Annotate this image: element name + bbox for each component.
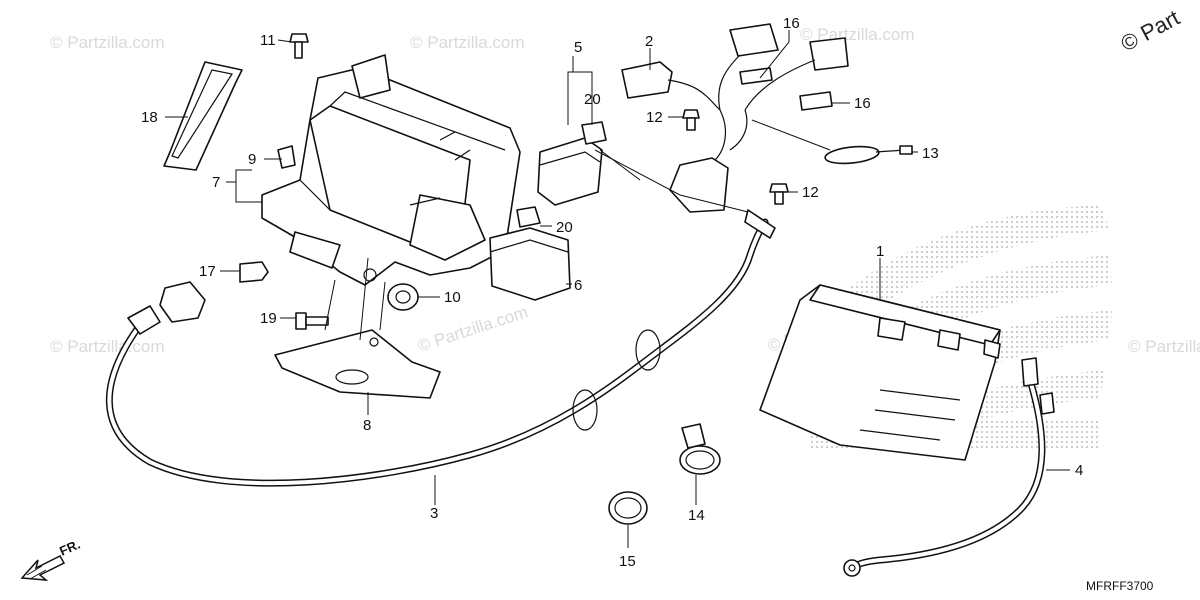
diagram-code: MFRFF3700 [1086,579,1154,593]
watermark-text: © Partzilla.com [1128,337,1200,356]
part-bolt-top [289,33,309,59]
callout-12-lower: 12 [802,184,819,201]
callout-2: 2 [645,33,653,50]
part-bolt-small-b [769,183,789,205]
part-clip-nut [239,261,269,283]
callout-16-upper: 16 [783,15,800,32]
copyright-corner-text: © Part [1117,5,1184,56]
callout-12-upper: 12 [646,109,663,126]
watermark-text: © Partzilla.com [415,302,530,355]
callout-20-upper: 20 [584,91,601,108]
part-bolt-left [295,312,329,330]
callout-3: 3 [430,505,438,522]
callout-9: 9 [248,151,256,168]
part-bolt-small-a [682,109,700,131]
part-main-cable [105,209,776,487]
callout-20-lower: 20 [556,219,573,236]
part-battery [759,284,1001,461]
callout-19: 19 [260,310,277,327]
callout-6: 6 [574,277,582,294]
callout-1: 1 [876,243,884,260]
front-label: FR. [57,537,82,559]
part-relay-top [537,121,607,206]
callout-18: 18 [141,109,158,126]
part-positive-cable [843,357,1055,577]
leader-lines [165,30,1070,548]
watermark-text: © Partzilla.com [50,33,165,52]
part-band-clamp-15 [608,491,648,525]
callout-10: 10 [444,289,461,306]
callout-8: 8 [363,417,371,434]
callout-4: 4 [1075,462,1083,479]
callout-labels: 1 2 3 4 5 6 7 8 9 10 11 12 12 13 14 15 1… [141,15,1083,570]
part-cable-tie [824,145,913,165]
callout-16-lower: 16 [854,95,871,112]
part-lower-bracket [274,329,441,399]
part-grommet [387,283,419,311]
callout-11: 11 [260,32,276,49]
callout-13: 13 [922,145,939,162]
part-relay-holder [516,206,541,228]
watermarks: © Partzilla.com © Partzilla.com © Partzi… [50,5,1200,356]
part-battery-box [261,54,521,286]
part-wire-harness [621,23,849,213]
part-band-clamp-14 [679,423,721,475]
callout-14: 14 [688,507,705,524]
part-rubber-strap [163,61,243,171]
front-direction-marker: FR. [20,537,82,581]
callout-15: 15 [619,553,636,570]
callout-5: 5 [574,39,582,56]
callout-17: 17 [199,263,216,280]
part-relay-lower [489,227,571,301]
watermark-text: © Partzilla.com [50,337,165,356]
watermark-text: © Partzilla.com [410,33,525,52]
callout-7: 7 [212,174,220,191]
